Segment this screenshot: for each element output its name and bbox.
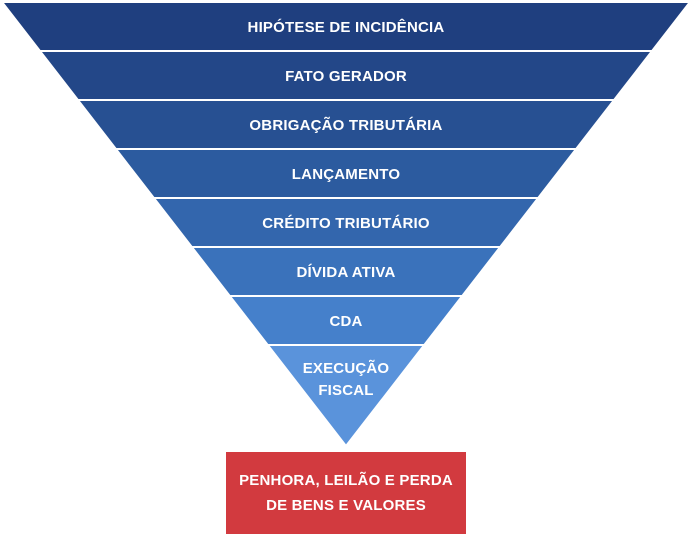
funnel-tier-label-8: EXECUÇÃO FISCAL (302, 360, 390, 399)
funnel-tier-label-6: DÍVIDA ATIVA (296, 263, 396, 281)
funnel-tier-label-5: CRÉDITO TRIBUTÁRIO (262, 214, 430, 232)
funnel-tier-label-7: CDA (329, 312, 363, 330)
funnel-tier-label-3: OBRIGAÇÃO TRIBUTÁRIA (249, 116, 443, 134)
outcome-box: PENHORA, LEILÃO E PERDA DE BENS E VALORE… (226, 452, 466, 534)
funnel-tier-8 (265, 344, 427, 448)
funnel-tier-label-1: HIPÓTESE DE INCIDÊNCIA (247, 18, 445, 36)
funnel-tier-label-2: FATO GERADOR (285, 67, 407, 85)
funnel-diagram (0, 0, 692, 448)
outcome-label: PENHORA, LEILÃO E PERDA DE BENS E VALORE… (239, 472, 453, 514)
funnel-tier-label-4: LANÇAMENTO (291, 165, 401, 183)
